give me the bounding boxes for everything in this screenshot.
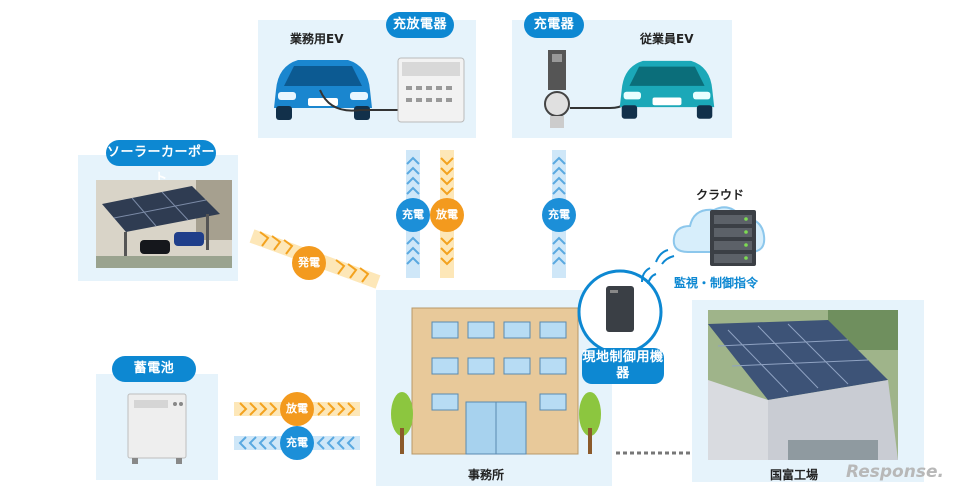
bidirectional-charger-icon xyxy=(397,57,465,123)
discharge-badge-top: 放電 xyxy=(430,198,464,232)
wireless-signal-icon xyxy=(641,267,657,285)
cloud-label: クラウド xyxy=(696,188,745,202)
bidirectional-charger-pill: 充放電器 xyxy=(386,12,454,38)
business-ev-label: 業務用EV xyxy=(290,32,344,46)
factory-photo xyxy=(708,310,898,460)
controller-pill: 現地制御用機器 xyxy=(582,348,664,384)
battery-icon xyxy=(127,393,187,464)
charger-icon xyxy=(544,50,570,128)
battery-discharge-badge: 放電 xyxy=(280,392,314,426)
monitor-control-label: 監視・制御指令 xyxy=(674,276,759,290)
office-label: 事務所 xyxy=(468,468,505,482)
solar-carport-photo xyxy=(96,180,232,268)
charge-badge-left: 充電 xyxy=(396,198,430,232)
charge-badge-right: 充電 xyxy=(542,198,576,232)
response-watermark: Response. xyxy=(846,462,944,482)
battery-charge-badge: 充電 xyxy=(280,426,314,460)
office-factory-dotted-line xyxy=(616,451,692,455)
employee-ev-label: 従業員EV xyxy=(640,32,694,46)
generation-badge: 発電 xyxy=(292,246,326,280)
server-icon xyxy=(710,210,756,266)
battery-pill: 蓄電池 xyxy=(112,356,196,382)
employee-ev-car-icon xyxy=(619,60,715,119)
cloud-signal-icon xyxy=(655,249,675,265)
charger-pill: 充電器 xyxy=(524,12,584,38)
factory-label: 国富工場 xyxy=(770,468,819,482)
charge-cable xyxy=(319,89,400,112)
office-building-icon xyxy=(391,307,601,455)
solar-carport-pill: ソーラーカーポート xyxy=(106,140,216,186)
